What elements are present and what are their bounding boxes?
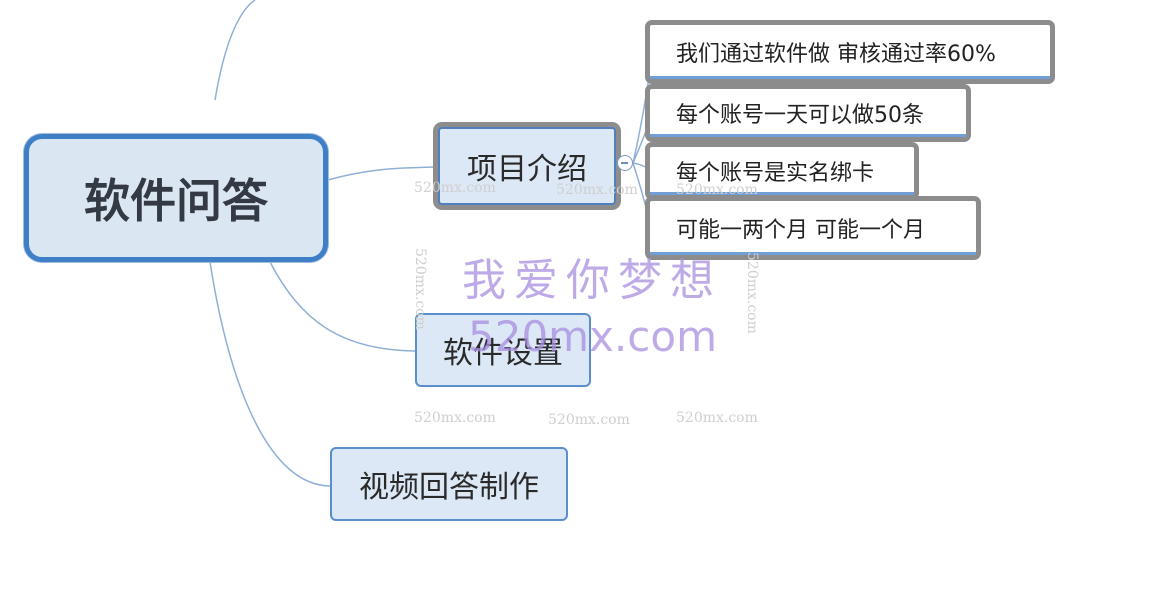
branch-video-answer[interactable]: 视频回答制作: [330, 447, 568, 521]
branch-project-intro-label: 项目介绍: [467, 152, 587, 187]
watermark-small: 520mx.com: [556, 182, 638, 198]
leaf-daily-count-label: 每个账号一天可以做50条: [676, 103, 924, 128]
connector-root-to-video-answer: [209, 261, 331, 487]
watermark-vertical: 520mx.com: [744, 252, 760, 334]
connector-root-top: [214, 0, 256, 101]
watermark-small: 520mx.com: [676, 410, 758, 426]
leaf-duration[interactable]: 可能一两个月 可能一个月: [645, 196, 981, 260]
root-topic[interactable]: 软件问答: [24, 134, 328, 262]
watermark-small: 520mx.com: [548, 412, 630, 428]
connector-root-to-software-settings: [269, 261, 416, 352]
connector-root-to-project-intro: [327, 166, 439, 181]
leaf-approval-rate-label: 我们通过软件做 审核通过率60%: [676, 42, 996, 67]
leaf-duration-label: 可能一两个月 可能一个月: [676, 218, 925, 243]
branch-software-settings-label: 软件设置: [443, 336, 563, 371]
watermark-vertical: 520mx.com: [412, 248, 428, 330]
branch-software-settings[interactable]: 软件设置: [415, 313, 591, 387]
watermark-sub: 520mx.com: [468, 312, 717, 361]
watermark-small: 520mx.com: [414, 180, 496, 196]
branch-project-intro[interactable]: 项目介绍: [438, 127, 616, 205]
leaf-real-name-label: 每个账号是实名绑卡: [676, 161, 875, 186]
leaf-daily-count[interactable]: 每个账号一天可以做50条: [645, 84, 971, 142]
watermark-small: 520mx.com: [414, 410, 496, 426]
watermark-small: 520mx.com: [676, 182, 758, 198]
root-topic-label: 软件问答: [84, 174, 268, 228]
leaf-approval-rate[interactable]: 我们通过软件做 审核通过率60%: [645, 20, 1055, 84]
branch-video-answer-label: 视频回答制作: [359, 470, 539, 505]
watermark-main: 我爱你梦想: [462, 255, 722, 306]
collapse-toggle-icon[interactable]: [617, 155, 633, 171]
